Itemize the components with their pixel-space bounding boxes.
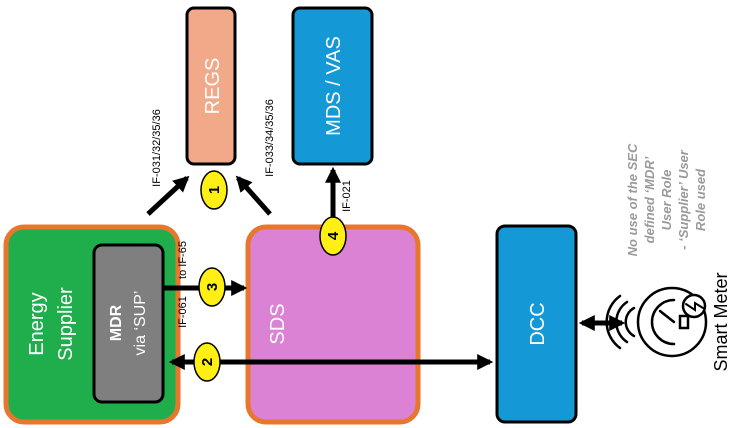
interface-label-to-regs-right: IF-033/34/35/36 bbox=[264, 99, 276, 177]
marker-2-label: 2 bbox=[199, 358, 216, 366]
energy-supplier-label-line1: Energy bbox=[26, 292, 48, 355]
mdr-title: MDR bbox=[108, 304, 125, 341]
mds-vas-label: MDS / VAS bbox=[323, 36, 345, 136]
regs-box bbox=[185, 6, 237, 166]
note-line-2: defined ‘MDR’ bbox=[642, 156, 657, 243]
dcc-box bbox=[495, 224, 578, 424]
arrow-es-to-regs bbox=[146, 175, 190, 216]
smart-meter-label: Smart Meter bbox=[711, 272, 731, 371]
mdr-subtitle: via ‘SUP’ bbox=[132, 291, 149, 356]
mds-vas-box bbox=[291, 6, 374, 166]
mdr-box bbox=[92, 243, 165, 404]
interface-label-mdr-sds-a: IF-061 bbox=[177, 296, 189, 328]
dcc-label: DCC bbox=[527, 302, 549, 345]
note-line-3: User Role bbox=[659, 170, 674, 231]
interface-label-mdr-sds-b: to IF-65 bbox=[177, 241, 189, 279]
sds-label: SDS bbox=[267, 303, 289, 344]
smart-meter-icon bbox=[605, 286, 708, 358]
energy-supplier-label-line2: Supplier bbox=[55, 287, 77, 361]
marker-1: 1 bbox=[200, 170, 228, 210]
marker-3-label: 3 bbox=[204, 283, 221, 291]
note-line-5: Role used bbox=[693, 168, 708, 231]
note-text: No use of the SEC defined ‘MDR’ User Rol… bbox=[625, 143, 708, 256]
interface-label-to-mds: IF-021 bbox=[341, 180, 353, 212]
arrow-sds-to-regs bbox=[235, 175, 272, 216]
note-line-4: - ‘Supplier’ User bbox=[676, 149, 691, 250]
marker-4-label: 4 bbox=[325, 231, 342, 240]
marker-1-label: 1 bbox=[206, 186, 223, 194]
marker-4: 4 bbox=[319, 216, 347, 256]
marker-2: 2 bbox=[193, 342, 221, 382]
marker-3: 3 bbox=[198, 267, 226, 307]
interface-label-to-regs-left: IF-031/32/35/36 bbox=[151, 109, 163, 187]
regs-label: REGS bbox=[202, 58, 224, 115]
note-line-1: No use of the SEC bbox=[625, 143, 640, 256]
